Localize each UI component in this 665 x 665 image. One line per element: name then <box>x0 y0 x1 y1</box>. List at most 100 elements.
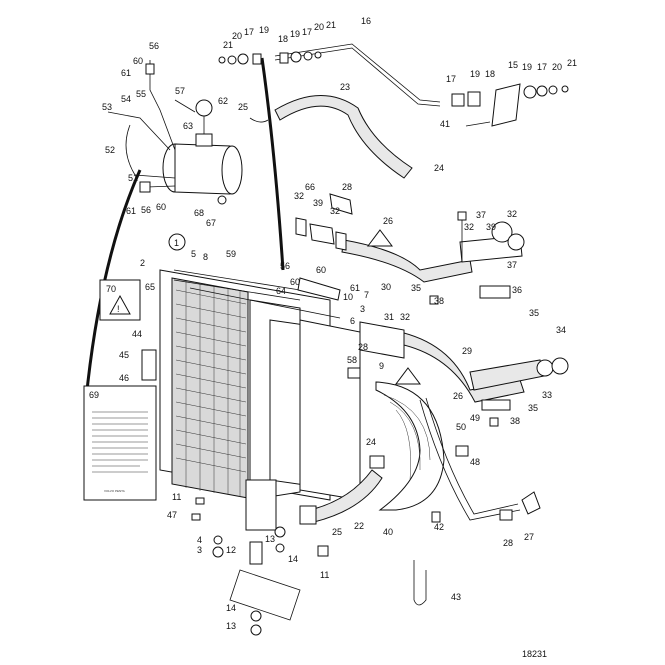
pipe-30 <box>341 239 473 283</box>
part-label-8: 8 <box>203 252 208 262</box>
part-label-5: 5 <box>191 249 196 259</box>
part-label-39a: 39 <box>313 198 323 208</box>
part-label-52: 52 <box>105 145 115 155</box>
part-label-4: 4 <box>197 535 202 545</box>
part-label-28a: 28 <box>342 182 352 192</box>
part-label-18c: 18 <box>485 69 495 79</box>
part-label-21b: 21 <box>326 20 336 30</box>
warning-icon <box>395 367 421 385</box>
right-side-parts <box>429 211 569 523</box>
part-label-45: 45 <box>119 350 129 360</box>
part-label-22: 22 <box>354 521 364 531</box>
decal-69-brand: VOLVO PENTA <box>104 489 125 493</box>
part-label-19b: 19 <box>290 29 300 39</box>
part-label-63: 63 <box>183 121 193 131</box>
part-label-61b: 61 <box>126 206 136 216</box>
part-label-31: 31 <box>384 312 394 322</box>
part-label-60d: 60 <box>290 277 300 287</box>
part-label-26a: 26 <box>383 216 393 226</box>
part-label-35b: 35 <box>528 403 538 413</box>
part-label-57: 57 <box>175 86 185 96</box>
part-label-48: 48 <box>470 457 480 467</box>
part-label-3: 3 <box>360 304 365 314</box>
part-label-47: 47 <box>167 510 177 520</box>
part-label-37a: 37 <box>476 210 486 220</box>
part-label-44: 44 <box>132 329 142 339</box>
part-label-21a: 21 <box>223 40 233 50</box>
part-label-32e: 32 <box>400 312 410 322</box>
part-label-28c: 28 <box>358 342 368 352</box>
mid-fittings <box>295 193 405 525</box>
part-label-60c: 60 <box>316 265 326 275</box>
expansion-tank <box>107 60 243 205</box>
part-label-37b: 37 <box>507 260 517 270</box>
part-label-20a: 20 <box>232 31 242 41</box>
part-label-34: 34 <box>556 325 566 335</box>
part-label-18a: 18 <box>278 34 288 44</box>
callout-circle-number: 1 <box>174 238 179 248</box>
part-label-7: 7 <box>364 290 369 300</box>
part-label-68: 68 <box>194 208 204 218</box>
part-label-33: 33 <box>542 390 552 400</box>
part-label-50: 50 <box>456 422 466 432</box>
part-label-15: 15 <box>508 60 518 70</box>
part-label-28b: 28 <box>503 538 513 548</box>
part-label-35c: 35 <box>411 283 421 293</box>
vent-pipe <box>218 43 441 107</box>
part-label-40: 40 <box>383 527 393 537</box>
part-label-19c: 19 <box>470 69 480 79</box>
part-label-32b: 32 <box>330 206 340 216</box>
fan-guard <box>375 381 445 511</box>
part-label-32d: 32 <box>464 222 474 232</box>
radiator <box>159 269 361 531</box>
part-label-14b: 14 <box>226 603 236 613</box>
part-label-19d: 19 <box>522 62 532 72</box>
part-label-41: 41 <box>440 119 450 129</box>
part-label-38a: 38 <box>510 416 520 426</box>
part-label-60b: 60 <box>156 202 166 212</box>
part-label-24a: 24 <box>434 163 444 173</box>
decal-69-number: 69 <box>89 390 99 400</box>
part-label-56c: 56 <box>280 261 290 271</box>
hose-26 <box>419 399 521 521</box>
part-label-11a: 11 <box>172 492 181 502</box>
part-label-3b: 3 <box>197 545 202 555</box>
part-label-46: 46 <box>119 373 129 383</box>
part-label-14a: 14 <box>288 554 298 564</box>
part-label-56b: 56 <box>141 205 151 215</box>
part-label-27: 27 <box>524 532 534 542</box>
part-label-29: 29 <box>462 346 472 356</box>
part-label-59: 59 <box>226 249 236 259</box>
warning-icon: ! <box>117 304 120 314</box>
part-label-49: 49 <box>470 413 480 423</box>
overflow-hose <box>84 169 142 401</box>
part-label-25a: 25 <box>238 102 248 112</box>
part-label-10: 10 <box>343 292 353 302</box>
part-label-20b: 20 <box>314 22 324 32</box>
vent-hose <box>260 57 285 271</box>
part-label-23: 23 <box>340 82 350 92</box>
part-label-64: 64 <box>276 286 286 296</box>
part-label-30: 30 <box>381 282 391 292</box>
part-label-66: 66 <box>305 182 315 192</box>
part-label-39b: 39 <box>486 222 496 232</box>
part-label-19a: 19 <box>259 25 269 35</box>
mounting-parts <box>191 497 427 636</box>
part-label-67: 67 <box>206 218 216 228</box>
part-label-35a: 35 <box>529 308 539 318</box>
part-label-55: 55 <box>136 89 146 99</box>
part-label-24b: 24 <box>366 437 376 447</box>
drawing-number: 18231 <box>522 649 547 659</box>
lower-hose-22 <box>309 469 383 523</box>
part-label-65: 65 <box>145 282 155 292</box>
part-label-17a: 17 <box>244 27 254 37</box>
part-label-51: 51 <box>128 173 138 183</box>
part-label-36: 36 <box>512 285 522 295</box>
part-label-25b: 25 <box>332 527 342 537</box>
part-label-17c: 17 <box>446 74 456 84</box>
part-label-9: 9 <box>379 361 384 371</box>
callout-circle <box>168 233 186 251</box>
decal-70: 70 ! <box>99 279 141 321</box>
